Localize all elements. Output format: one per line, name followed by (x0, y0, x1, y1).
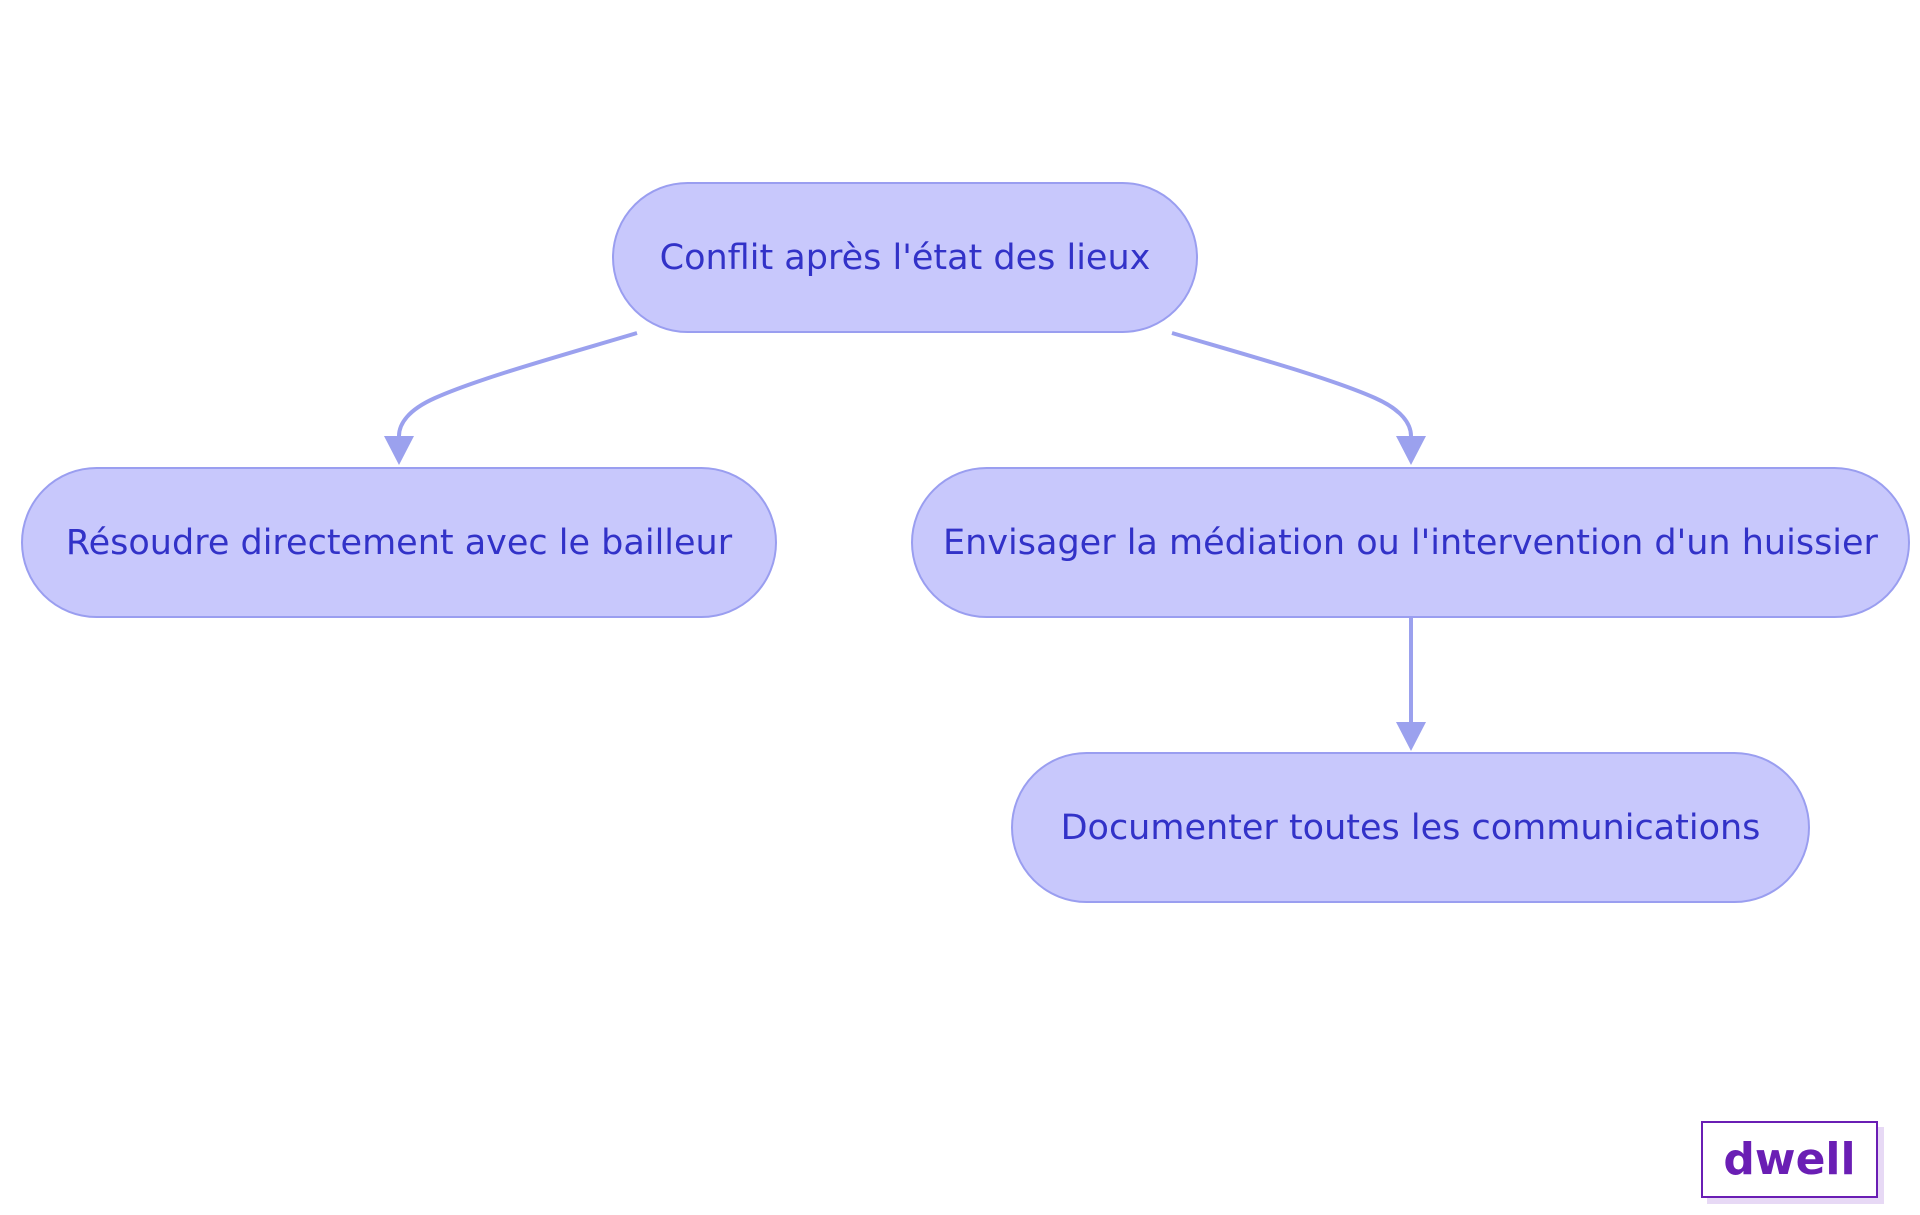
edge-root-to-left (397, 331, 638, 437)
node-right-label: Envisager la médiation ou l'intervention… (943, 522, 1878, 563)
edge-root-to-right (1171, 331, 1413, 437)
node-left: Résoudre directement avec le bailleur (21, 467, 777, 618)
node-root: Conflit après l'état des lieux (612, 182, 1198, 333)
node-bottom-label: Documenter toutes les communications (1060, 807, 1761, 848)
edge-root-to-right-arrowhead (1396, 436, 1426, 465)
edge-root-to-left-arrowhead (384, 436, 414, 465)
node-bottom: Documenter toutes les communications (1011, 752, 1810, 903)
node-right: Envisager la médiation ou l'intervention… (911, 467, 1910, 618)
dwell-logo: dwell (1701, 1121, 1878, 1198)
dwell-logo-text: dwell (1723, 1134, 1856, 1185)
node-root-label: Conflit après l'état des lieux (659, 237, 1151, 278)
edge-right-to-bottom-arrowhead (1396, 722, 1426, 751)
node-left-label: Résoudre directement avec le bailleur (65, 522, 733, 563)
